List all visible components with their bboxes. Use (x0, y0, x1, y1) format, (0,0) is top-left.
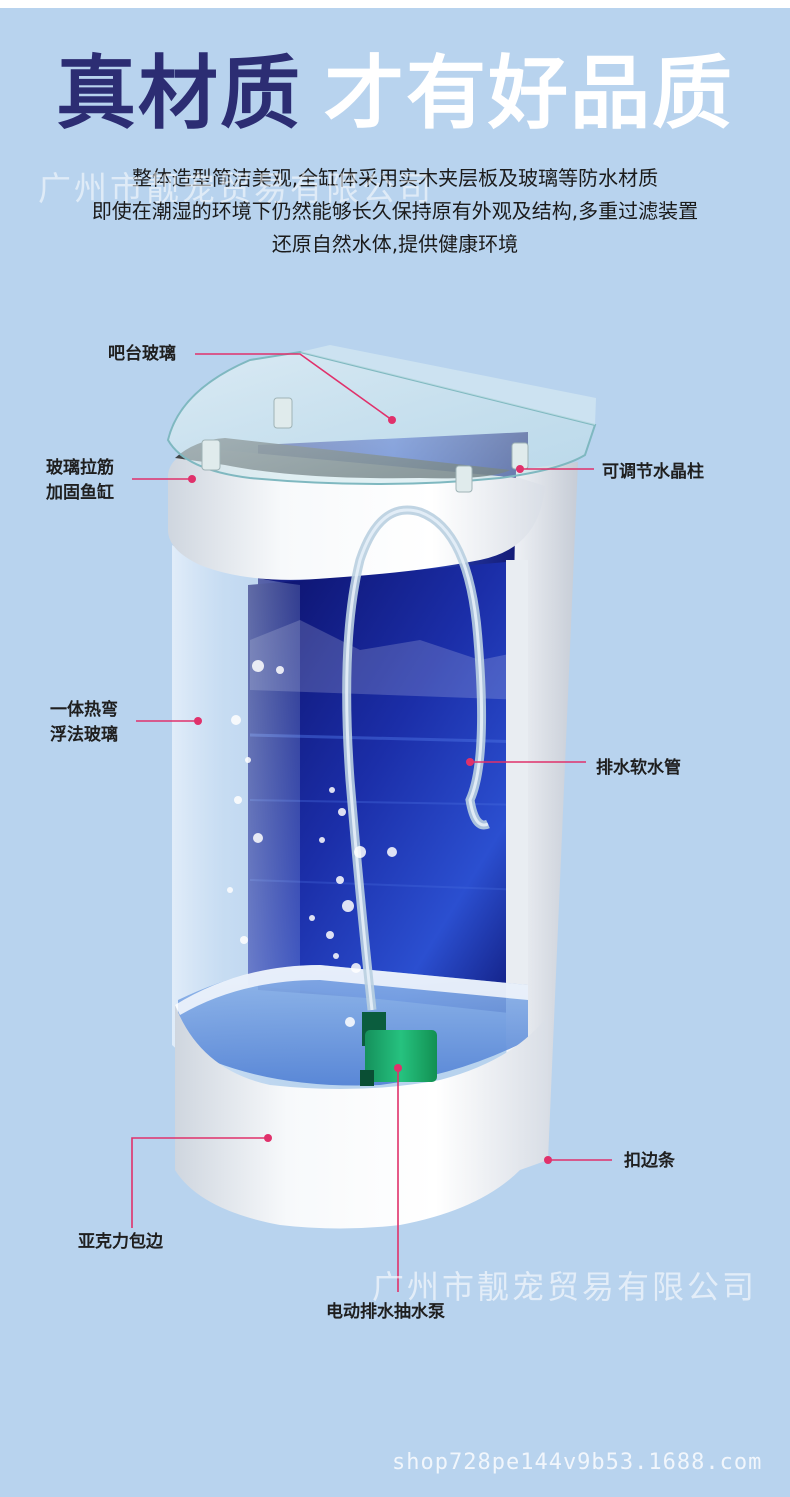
description-line-2: 即使在潮湿的环境下仍然能够长久保持原有外观及结构,多重过滤装置 (91, 199, 699, 223)
label-drain-hose: 排水软水管 (596, 758, 681, 778)
label-glass-rib-2: 加固鱼缸 (46, 483, 114, 503)
label-pump: 电动排水抽水泵 (326, 1302, 445, 1322)
bottom-band (175, 1005, 548, 1229)
title-main: 真材质 (56, 47, 302, 140)
label-glass-rib-1: 玻璃拉筋 (46, 458, 114, 478)
bar-glass-top (166, 350, 597, 485)
bubbles (227, 660, 397, 1027)
description-line-3: 还原自然水体,提供健康环境 (271, 232, 519, 256)
curved-glass-panel (172, 545, 300, 1100)
description-line-1: 整体造型简洁美观,全缸体采用实木夹层板及玻璃等防水材质 (131, 166, 659, 190)
label-edge-strip: 扣边条 (624, 1151, 675, 1171)
description: 整体造型简洁美观,全缸体采用实木夹层板及玻璃等防水材质 即使在潮湿的环境下仍然能… (0, 162, 790, 261)
label-acrylic-edge: 亚克力包边 (78, 1232, 163, 1252)
crystal-posts (201, 397, 529, 493)
label-bar-glass: 吧台玻璃 (108, 344, 176, 364)
leader-dots (188, 416, 552, 1164)
label-bent-glass-1: 一体热弯 (50, 700, 118, 720)
label-bent-glass-2: 浮法玻璃 (50, 725, 118, 745)
side-panel-inner (506, 560, 528, 1045)
title-accent: 才有好品质 (324, 47, 734, 140)
page-title: 真材质才有好品质 (0, 48, 790, 140)
top-strip (0, 0, 790, 8)
label-crystal-post: 可调节水晶柱 (602, 462, 704, 482)
pump (360, 1012, 437, 1086)
leader-lines (131, 353, 612, 1292)
